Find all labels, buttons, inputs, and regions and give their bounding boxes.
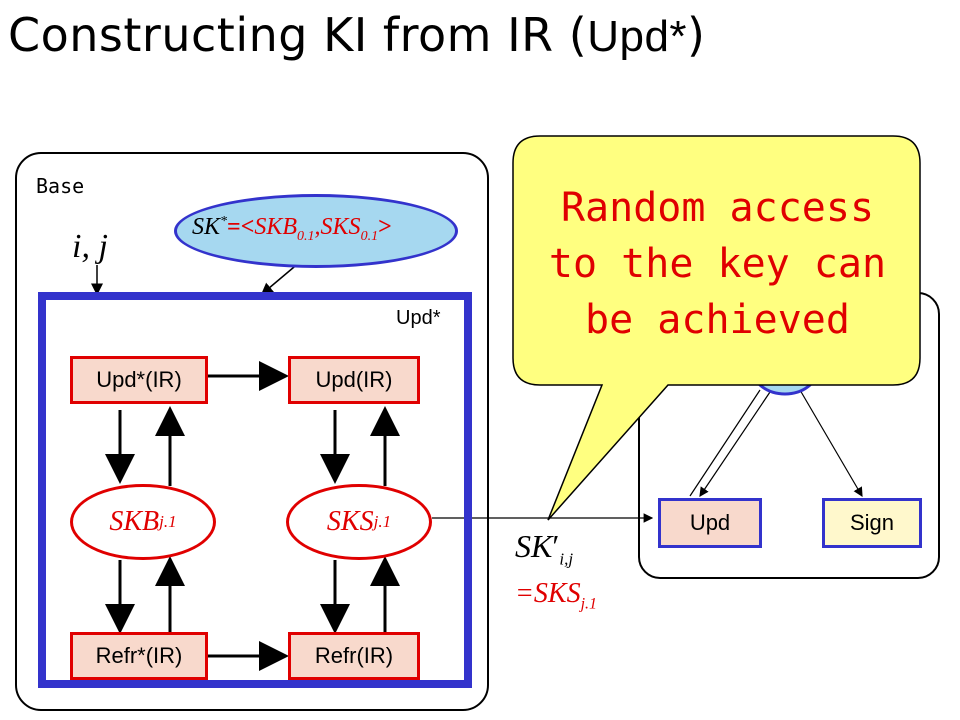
sk-star-label: SK*=<SKB0.1,SKS0.1>: [192, 214, 392, 244]
title-upd: Upd*: [587, 12, 688, 61]
sk-prime-eq: =SKSj.1: [515, 578, 598, 613]
refr-star-ir-box: Refr*(IR): [70, 632, 208, 680]
title-main: Constructing KI from IR (: [8, 8, 588, 62]
upd-ir-box: Upd(IR): [288, 356, 420, 404]
base-label: Base: [36, 174, 85, 198]
upd-star-frame: [38, 292, 472, 688]
base-inputs: i, j: [72, 228, 108, 265]
upd-box: Upd: [658, 498, 762, 548]
skb-subscript: j.1: [159, 512, 177, 531]
refr-ir-box: Refr(IR): [288, 632, 420, 680]
sk-prime-label: SK′i,j: [515, 528, 574, 569]
page-title: Constructing KI from IR (Upd*): [8, 8, 706, 62]
sk-star-ellipse: [174, 194, 458, 268]
sks-label: SKS: [326, 506, 374, 537]
upd-star-ir-box: Upd*(IR): [70, 356, 208, 404]
skb-label: SKB: [109, 506, 160, 537]
callout-text: Random access to the key can be achieved: [548, 185, 887, 343]
sign-box: Sign: [822, 498, 922, 548]
sks-subscript: j.1: [373, 512, 392, 531]
upd-star-label: Upd*: [396, 307, 441, 329]
title-close: ): [687, 8, 706, 62]
